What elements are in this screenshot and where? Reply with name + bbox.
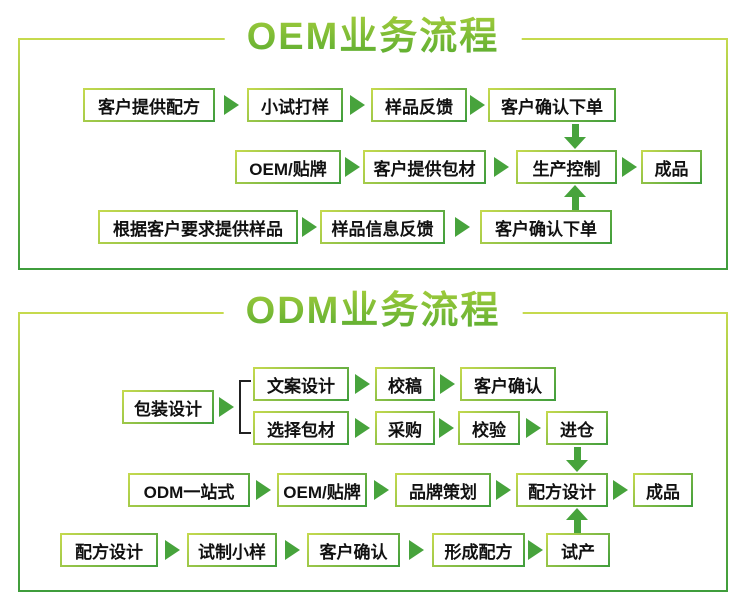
step-inspection: 校验 <box>458 411 520 445</box>
oem-title-text: OEM业务流程 <box>247 13 500 61</box>
step-odm-one-stop: ODM一站式 <box>128 473 250 507</box>
arrow-up-icon <box>566 508 588 533</box>
step-customer-provides-packaging: 客户提供包材 <box>363 150 486 184</box>
step-packaging-design: 包装设计 <box>122 390 214 424</box>
oem-panel-title: OEM业务流程 <box>224 13 522 61</box>
odm-title-text: ODM业务流程 <box>246 287 501 335</box>
arrow-right-icon <box>439 418 454 438</box>
step-customer-provides-formula: 客户提供配方 <box>83 88 215 122</box>
step-trial-small-sample: 试制小样 <box>187 533 277 567</box>
arrow-right-icon <box>355 374 370 394</box>
arrow-right-icon <box>285 540 300 560</box>
odm-panel: ODM业务流程 包装设计 文案设计 校稿 客户确认 选择包材 采购 校验 进仓 … <box>18 287 728 592</box>
arrow-right-icon <box>256 480 271 500</box>
arrow-right-icon <box>409 540 424 560</box>
arrow-right-icon <box>622 157 637 177</box>
step-finished-product: 成品 <box>641 150 702 184</box>
arrow-right-icon <box>345 157 360 177</box>
step-oem-labeling-2: OEM/贴牌 <box>277 473 367 507</box>
step-customer-confirm: 客户确认 <box>460 367 556 401</box>
arrow-right-icon <box>374 480 389 500</box>
arrow-right-icon <box>224 95 239 115</box>
step-form-formula: 形成配方 <box>432 533 525 567</box>
arrow-right-icon <box>496 480 511 500</box>
arrow-up-icon <box>564 185 586 210</box>
branch-bracket <box>239 380 251 434</box>
arrow-right-icon <box>494 157 509 177</box>
step-trial-production: 试产 <box>546 533 610 567</box>
arrow-right-icon <box>165 540 180 560</box>
arrow-right-icon <box>526 418 541 438</box>
arrow-right-icon <box>350 95 365 115</box>
arrow-right-icon <box>528 540 543 560</box>
step-trial-sample: 小试打样 <box>247 88 343 122</box>
step-sample-feedback: 样品反馈 <box>371 88 467 122</box>
step-brand-planning: 品牌策划 <box>395 473 491 507</box>
step-provide-samples-per-requirements: 根据客户要求提供样品 <box>98 210 298 244</box>
arrow-right-icon <box>613 480 628 500</box>
arrow-down-icon <box>566 447 588 472</box>
arrow-right-icon <box>440 374 455 394</box>
arrow-right-icon <box>219 397 234 417</box>
step-sample-info-feedback: 样品信息反馈 <box>320 210 445 244</box>
step-finished-product-2: 成品 <box>633 473 693 507</box>
step-customer-confirm-2: 客户确认 <box>307 533 400 567</box>
arrow-right-icon <box>355 418 370 438</box>
step-proofread: 校稿 <box>375 367 435 401</box>
arrow-down-icon <box>564 124 586 149</box>
step-formula-design: 配方设计 <box>516 473 608 507</box>
oem-panel: OEM业务流程 客户提供配方 小试打样 样品反馈 客户确认下单 OEM/贴牌 客… <box>18 13 728 270</box>
step-oem-labeling: OEM/贴牌 <box>235 150 341 184</box>
step-copy-design: 文案设计 <box>253 367 349 401</box>
step-production-control: 生产控制 <box>516 150 617 184</box>
step-customer-confirms-order-2: 客户确认下单 <box>480 210 612 244</box>
step-customer-confirms-order: 客户确认下单 <box>488 88 616 122</box>
odm-panel-title: ODM业务流程 <box>223 287 523 335</box>
arrow-right-icon <box>455 217 470 237</box>
step-purchase: 采购 <box>375 411 435 445</box>
step-warehouse-in: 进仓 <box>546 411 608 445</box>
step-formula-design-2: 配方设计 <box>60 533 158 567</box>
step-select-packaging: 选择包材 <box>253 411 349 445</box>
arrow-right-icon <box>470 95 485 115</box>
arrow-right-icon <box>302 217 317 237</box>
